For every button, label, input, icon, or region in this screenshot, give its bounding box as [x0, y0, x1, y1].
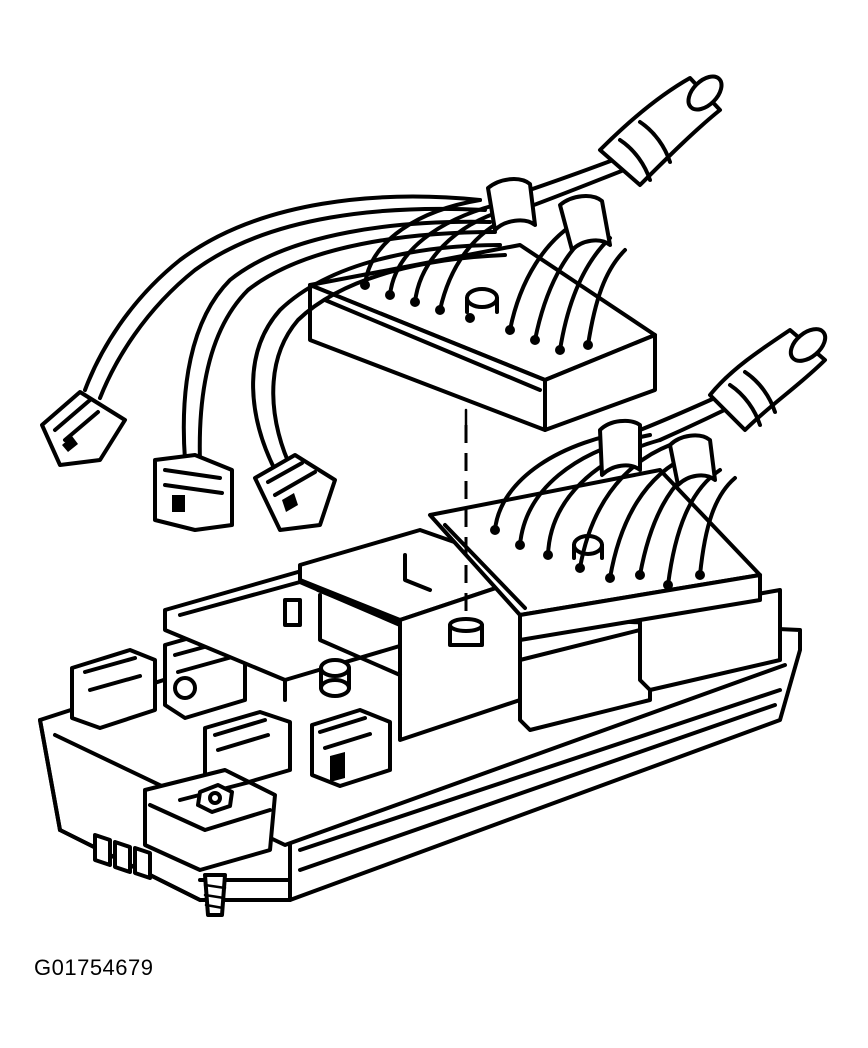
lower-harness-sleeve — [710, 323, 831, 430]
terminal-nut — [198, 785, 232, 812]
mounting-stud — [205, 875, 225, 915]
right-small-connector-socket — [312, 710, 390, 786]
lower-harness-wires — [495, 323, 831, 585]
figure-id-label: G01754679 — [34, 955, 154, 980]
lower-harness-tie-strap-2 — [670, 435, 715, 485]
terminal-bracket — [145, 770, 275, 870]
fuse-relay-block-exploded-diagram — [0, 0, 868, 940]
left-connector-socket — [72, 650, 155, 728]
alignment-guide — [450, 425, 482, 645]
upper-connector-bolt — [467, 289, 497, 312]
pigtail-connector-3 — [255, 455, 335, 530]
front-blade-terminals — [95, 835, 150, 878]
stud-post-center — [321, 660, 349, 696]
upper-wiring-connector — [310, 245, 655, 430]
upper-harness-tie-strap-1 — [488, 179, 535, 230]
pigtail-connector-1 — [42, 392, 125, 465]
upper-harness-sleeve — [600, 70, 728, 185]
lower-wiring-connector — [430, 470, 760, 640]
upper-harness-wires — [365, 70, 728, 350]
upper-harness-tie-strap-2 — [560, 196, 610, 250]
guide-bolt — [450, 619, 482, 645]
pigtail-wires — [85, 197, 505, 470]
pigtail-connector-2 — [155, 455, 232, 530]
lower-harness-tie-strap-1 — [600, 421, 640, 475]
